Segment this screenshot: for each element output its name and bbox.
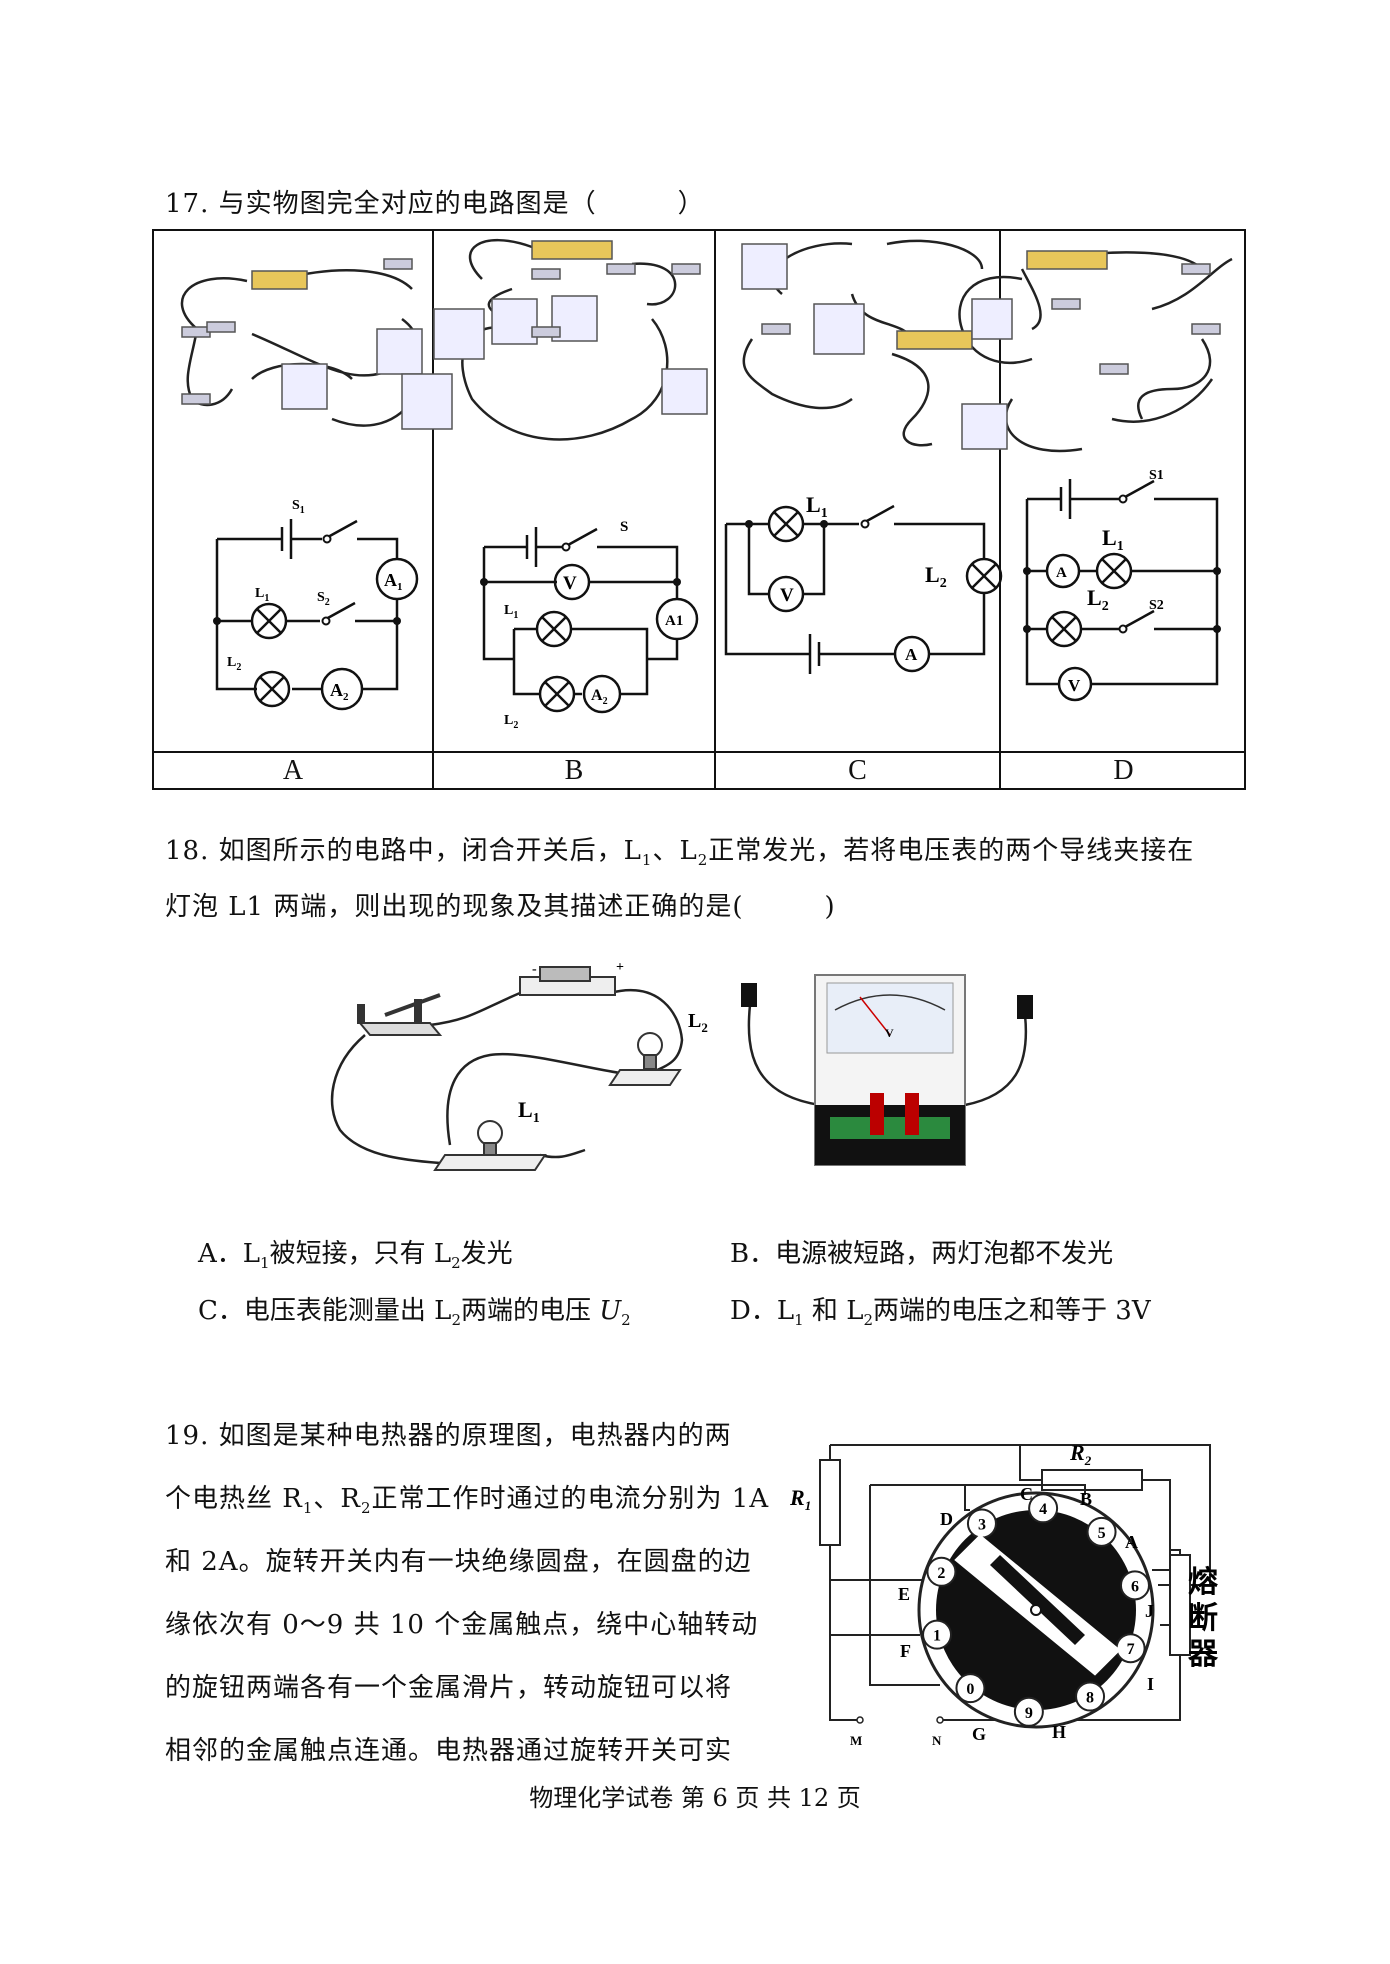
svg-text:G: G: [972, 1724, 986, 1744]
option-label-c[interactable]: C: [848, 755, 867, 786]
switch-contact: [1028, 1493, 1059, 1524]
switch-contact: [955, 1673, 986, 1704]
svg-text:D: D: [940, 1509, 953, 1529]
q19-line5: 的旋钮两端各有一个金属滑片，转动旋钮可以将: [165, 1673, 733, 1703]
svg-text:L1: L1: [255, 586, 269, 604]
svg-text:R1: R1: [789, 1485, 811, 1513]
svg-text:F: F: [900, 1641, 911, 1661]
switch-contact: [926, 1556, 957, 1587]
svg-text:I: I: [1147, 1674, 1154, 1694]
svg-text:L1: L1: [504, 603, 518, 621]
switch-contact: [1075, 1681, 1106, 1712]
svg-text:A: A: [1056, 565, 1067, 581]
table-divider: [154, 751, 1244, 753]
switch-contact-label: 3: [978, 1516, 986, 1533]
svg-text:M: M: [850, 1733, 862, 1748]
table-divider: [714, 231, 716, 788]
svg-text:A: A: [905, 645, 918, 664]
switch-contact-label: 8: [1086, 1690, 1094, 1707]
q17-stem: 17. 与实物图完全对应的电路图是（ ）: [165, 189, 705, 219]
q17-physical-diagrams: [180, 238, 1233, 453]
switch-contact-label: 1: [933, 1628, 941, 1645]
svg-text:L1: L1: [1102, 525, 1124, 554]
q19-line6: 相邻的金属触点连通。电热器通过旋转开关可实: [165, 1736, 733, 1766]
q17-circuit-d: S1 L1 A L2 S2 V: [1023, 468, 1221, 702]
q18-stem-line2: 灯泡 L1 两端，则出现的现象及其描述正确的是( ): [165, 892, 836, 922]
switch-contact-label: 2: [937, 1565, 945, 1582]
svg-text:L2: L2: [227, 655, 241, 673]
switch-contact: [922, 1619, 953, 1650]
svg-text:L2: L2: [1087, 585, 1109, 614]
switch-contact: [1013, 1696, 1044, 1727]
svg-text:S2: S2: [1149, 598, 1164, 613]
svg-text:A1: A1: [384, 570, 403, 593]
q18-option-d[interactable]: D．L1 和 L2两端的电压之和等于 3V: [730, 1296, 1151, 1330]
switch-contact-label: 0: [966, 1681, 974, 1698]
page-footer: 物理化学试卷 第 6 页 共 12 页: [529, 1784, 861, 1812]
switch-contact: [1119, 1570, 1150, 1601]
svg-text:V: V: [885, 1026, 894, 1040]
svg-text:A2: A2: [330, 680, 349, 703]
q18-option-c[interactable]: C．电压表能测量出 L2两端的电压 U2: [198, 1296, 631, 1330]
svg-text:-: -: [532, 962, 537, 977]
svg-text:L1: L1: [806, 492, 828, 521]
svg-text:J: J: [1145, 1601, 1154, 1621]
q18-physical-circuit: - + L2 L1: [330, 960, 708, 1171]
svg-text:S1: S1: [292, 498, 305, 516]
svg-text:A1: A1: [665, 613, 683, 629]
svg-text:断: 断: [1188, 1602, 1218, 1635]
q18-stem-line1: 18. 如图所示的电路中，闭合开关后，L1、L2正常发光，若将电压表的两个导线夹…: [165, 836, 1195, 870]
q19-line4: 缘依次有 0～9 共 10 个金属触点，绕中心轴转动: [165, 1610, 759, 1640]
svg-text:A2: A2: [591, 687, 608, 707]
option-label-d[interactable]: D: [1113, 755, 1134, 786]
switch-contact-label: 9: [1025, 1705, 1033, 1722]
svg-text:V: V: [1068, 676, 1081, 695]
contact-ring: 0 1 2 3 4 5 6 7 8 9: [922, 1493, 1150, 1727]
svg-text:L1: L1: [518, 1097, 540, 1126]
svg-text:A: A: [1125, 1532, 1138, 1552]
q17-circuit-a: S1 L1 S2 L2 A1 A2: [213, 498, 419, 711]
svg-text:S: S: [620, 519, 628, 535]
svg-text:L2: L2: [504, 713, 518, 731]
svg-text:R2: R2: [1069, 1440, 1092, 1468]
svg-text:L2: L2: [925, 562, 947, 591]
svg-text:熔: 熔: [1188, 1565, 1218, 1599]
q19-line2: 个电热丝 R1、R2正常工作时通过的电流分别为 1A: [165, 1484, 770, 1518]
svg-text:E: E: [898, 1584, 910, 1604]
q19-heater-diagram: 0 1 2 3 4 5 6 7 8 9 R1 R2 A B C D E F G H I J M N…: [789, 1440, 1219, 1748]
svg-text:V: V: [780, 585, 794, 606]
q17-circuit-c: L1 L2 V A: [724, 492, 1003, 674]
q18-option-b[interactable]: B．电源被短路，两灯泡都不发光: [730, 1239, 1114, 1269]
svg-text:L2: L2: [688, 1010, 708, 1035]
switch-contact-label: 6: [1131, 1578, 1139, 1595]
q18-option-a[interactable]: A．L1被短接，只有 L2发光: [198, 1239, 513, 1273]
switch-contact: [1086, 1516, 1117, 1547]
lamp-l2-partial: [965, 557, 1003, 595]
svg-text:+: +: [616, 960, 624, 975]
q19-line3: 和 2A。旋转开关内有一块绝缘圆盘，在圆盘的边: [165, 1547, 752, 1577]
svg-text:V: V: [563, 573, 577, 594]
svg-text:C: C: [1020, 1484, 1033, 1504]
q18-voltmeter: V: [741, 974, 1033, 1166]
q17-circuit-b: S V L1 A1 L2 A2: [480, 519, 699, 731]
q19-line1: 19. 如图是某种电热器的原理图，电热器内的两: [165, 1421, 732, 1451]
q17-options-table: A B C D: [152, 229, 1246, 790]
option-label-b[interactable]: B: [564, 755, 584, 786]
table-divider: [999, 231, 1001, 788]
table-divider: [432, 231, 434, 788]
switch-contact-label: 5: [1098, 1525, 1106, 1542]
switch-contact-label: 7: [1127, 1641, 1135, 1658]
option-label-a[interactable]: A: [282, 755, 304, 786]
svg-text:器: 器: [1187, 1638, 1219, 1671]
svg-text:H: H: [1052, 1722, 1066, 1742]
switch-contact-label: 4: [1039, 1501, 1047, 1518]
svg-text:B: B: [1080, 1489, 1092, 1509]
svg-text:S1: S1: [1149, 468, 1164, 483]
svg-text:N: N: [932, 1733, 942, 1748]
svg-text:S2: S2: [317, 590, 330, 608]
